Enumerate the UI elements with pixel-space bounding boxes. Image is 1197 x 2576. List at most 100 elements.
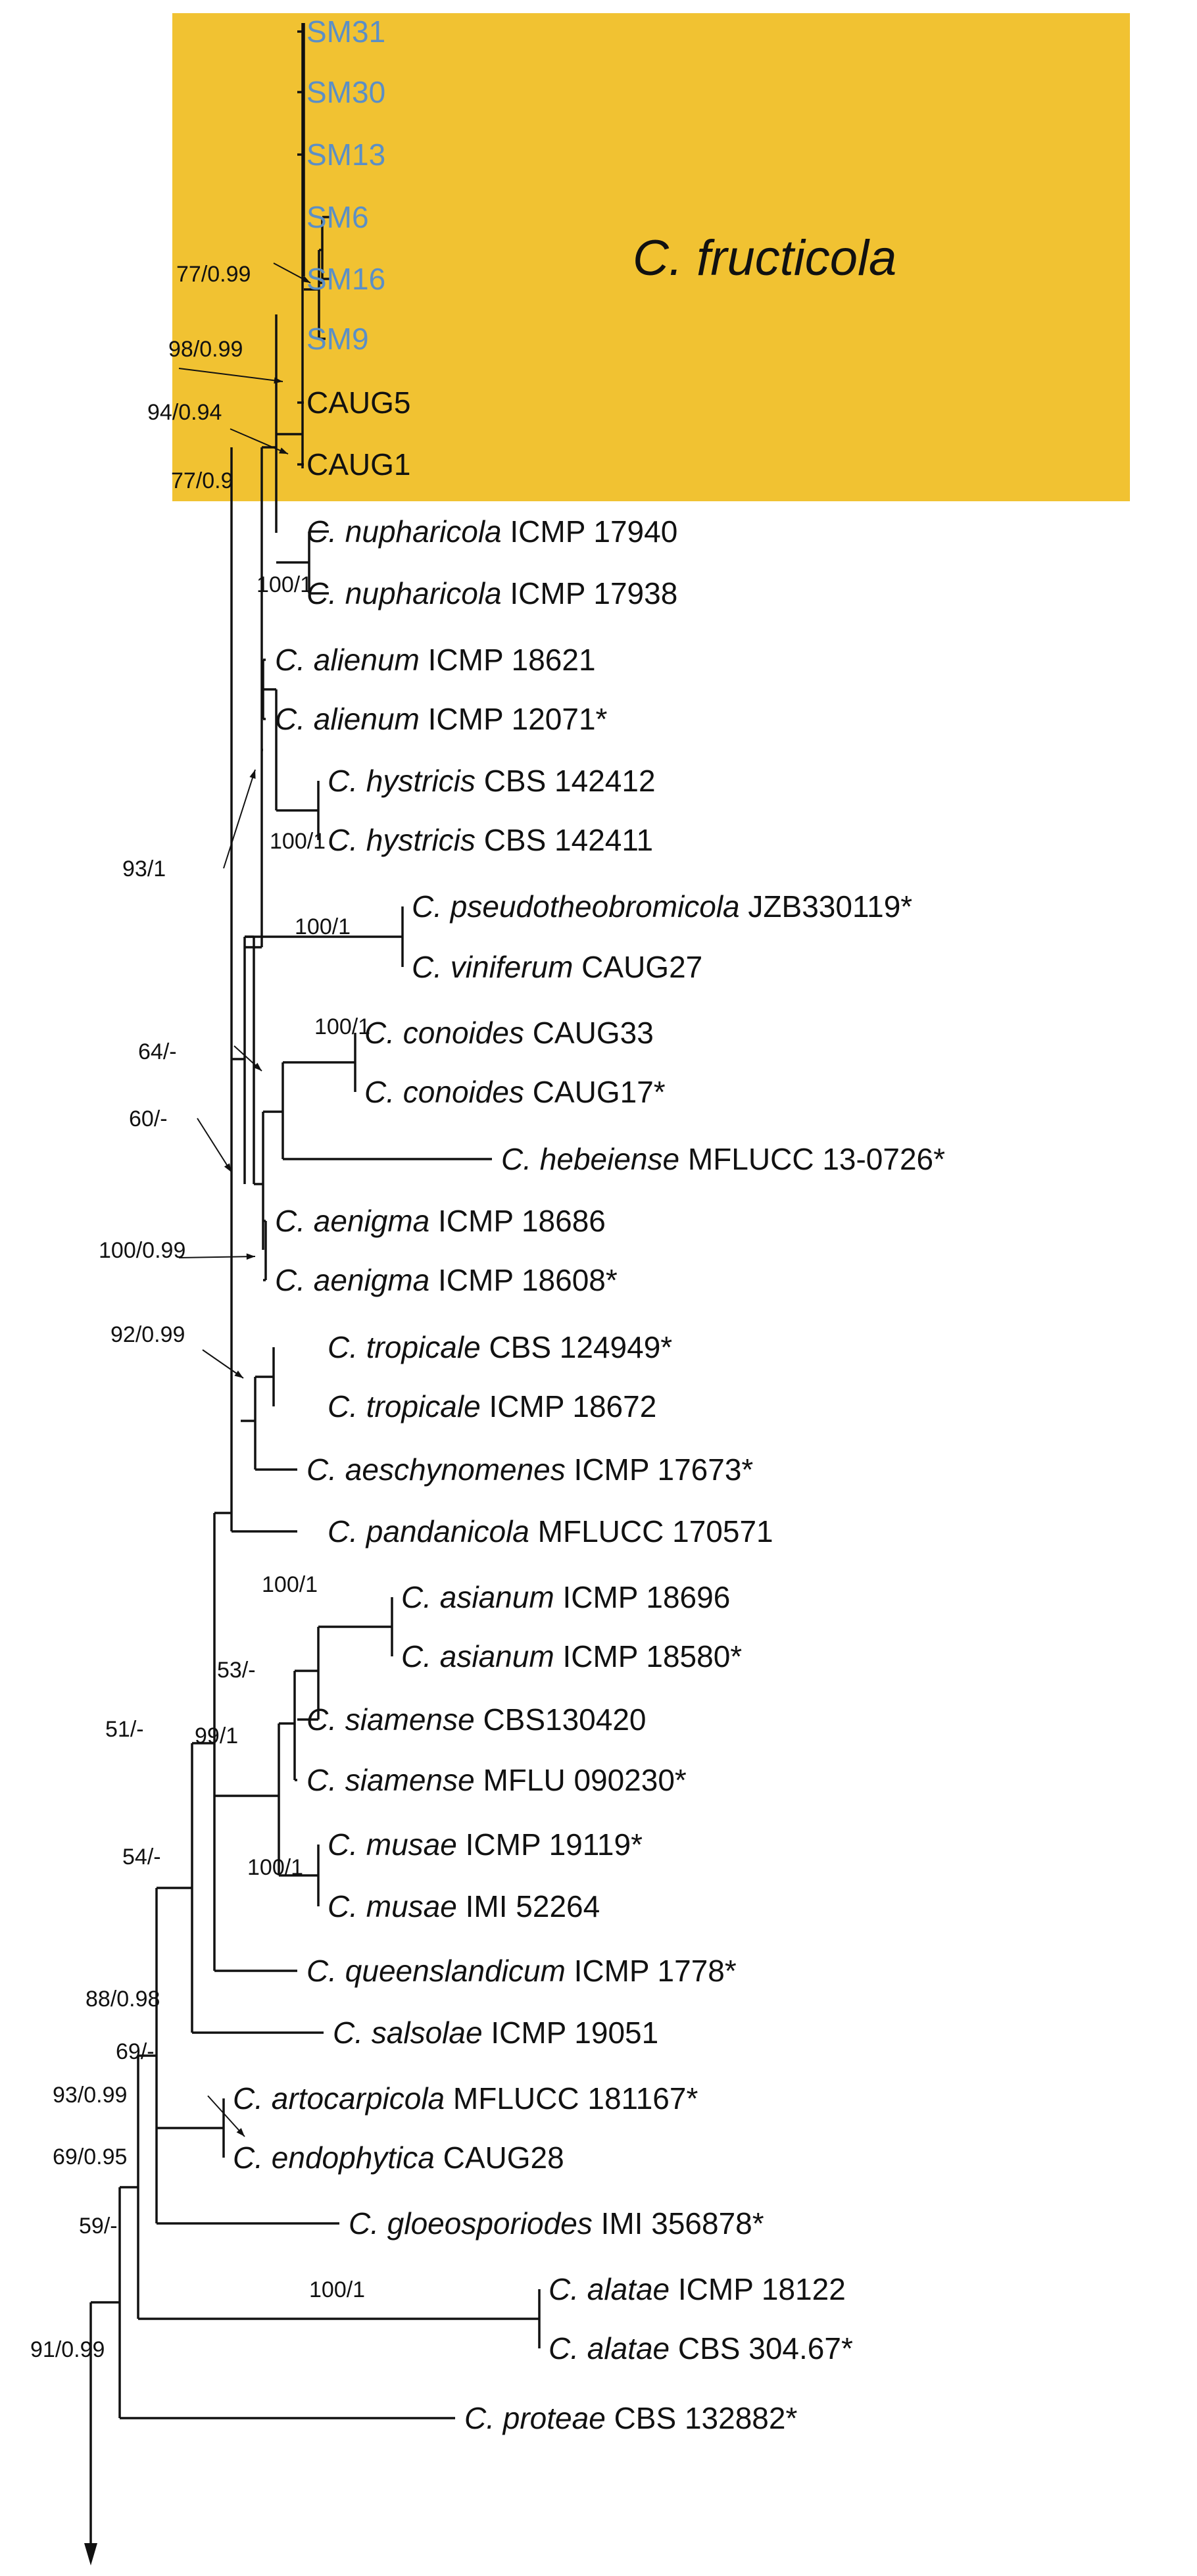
taxon-label-sm6: SM6 (306, 200, 369, 234)
taxon-strain: CAUG17* (533, 1075, 666, 1109)
taxon-species: C. musae (328, 1889, 466, 1923)
taxon-label-sm9: SM9 (306, 322, 369, 356)
taxon-strain: SM13 (306, 137, 385, 172)
taxon-strain: ICMP 18696 (562, 1580, 730, 1614)
taxon-strain: ICMP 18686 (438, 1204, 606, 1238)
pointer-line (178, 368, 283, 382)
pointer-head (236, 2128, 245, 2137)
support-value: 100/1 (256, 572, 312, 597)
taxon-label-sm13: SM13 (306, 137, 385, 172)
taxon-strain: CBS 304.67* (678, 2331, 853, 2365)
taxon-species: C. nupharicola (306, 576, 510, 610)
pointer-head (301, 276, 310, 283)
taxon-species: C. aeschynomenes (306, 1452, 574, 1487)
taxon-label-hyst1: C. hystricis CBS 142412 (328, 764, 656, 798)
taxon-strain: SM31 (306, 14, 385, 49)
taxon-species: C. aenigma (275, 1263, 438, 1297)
taxon-strain: SM16 (306, 262, 385, 296)
support-value: 77/0.9 (171, 468, 233, 493)
taxon-label-quee: C. queenslandicum ICMP 1778* (306, 1954, 737, 1988)
taxon-species: C. hystricis (328, 823, 484, 857)
taxon-label-trop1: C. tropicale CBS 124949* (328, 1330, 672, 1364)
taxon-label-alie2: C. alienum ICMP 12071* (275, 702, 608, 736)
taxon-label-pand: C. pandanicola MFLUCC 170571 (328, 1514, 773, 1548)
pointer-line (230, 428, 289, 455)
taxon-strain: SM9 (306, 322, 369, 356)
taxon-strain: CBS130420 (483, 1702, 646, 1737)
support-values: 77/0.9998/0.9994/0.9477/0.9100/193/1100/… (30, 262, 370, 2362)
taxon-species: C. alatae (549, 2272, 678, 2306)
tree-branches (84, 23, 541, 2565)
taxon-strain: CBS 132882* (614, 2401, 798, 2435)
taxon-species: C. hebeiense (501, 1142, 688, 1176)
support-value: 100/0.99 (99, 1238, 185, 1263)
taxon-species: C. pandanicola (328, 1514, 538, 1548)
taxon-species: C. artocarpicola (233, 2081, 453, 2116)
support-value: 98/0.99 (168, 337, 243, 362)
taxon-strain: MFLUCC 170571 (538, 1514, 773, 1548)
taxon-species: C. salsolae (333, 2016, 491, 2050)
taxon-species: C. tropicale (328, 1330, 489, 1364)
taxon-label-hyst2: C. hystricis CBS 142411 (328, 823, 653, 857)
taxon-label-asia1: C. asianum ICMP 18696 (401, 1580, 730, 1614)
support-pointers (178, 262, 311, 2137)
taxon-label-prot: C. proteae CBS 132882* (464, 2401, 797, 2435)
taxon-species: C. aenigma (275, 1204, 438, 1238)
taxon-species: C. nupharicola (306, 514, 510, 549)
taxon-strain: SM6 (306, 200, 369, 234)
taxon-species: C. musae (328, 1827, 466, 1862)
taxon-strain: CBS 124949* (489, 1330, 672, 1364)
taxon-label-vini: C. viniferum CAUG27 (412, 950, 702, 984)
taxon-strain: ICMP 19119* (466, 1827, 643, 1862)
support-value: 99/1 (195, 1723, 238, 1748)
taxon-species: C. conoides (364, 1075, 533, 1109)
taxon-label-alat2: C. alatae CBS 304.67* (549, 2331, 853, 2365)
clade-name: C. fructicola (633, 230, 896, 286)
taxon-species: C. gloeosporiodes (349, 2206, 601, 2241)
taxon-strain: ICMP 17940 (510, 514, 677, 549)
taxon-strain: IMI 356878* (601, 2206, 764, 2241)
support-value: 53/- (217, 1658, 256, 1683)
taxon-species: C. queenslandicum (306, 1954, 574, 1988)
taxon-species: C. siamense (306, 1763, 483, 1797)
taxon-strain: MFLUCC 13-0726* (688, 1142, 945, 1176)
pointer-line (197, 1118, 232, 1173)
support-value: 51/- (105, 1717, 144, 1742)
taxon-label-arto: C. artocarpicola MFLUCC 181167* (233, 2081, 698, 2116)
taxon-label-sals: C. salsolae ICMP 19051 (333, 2016, 658, 2050)
taxon-label-hebe: C. hebeiense MFLUCC 13-0726* (501, 1142, 945, 1176)
taxon-label-siam2: C. siamense MFLU 090230* (306, 1763, 687, 1797)
support-value: 100/1 (314, 1014, 370, 1039)
support-value: 100/1 (309, 2277, 365, 2302)
root-arrowhead (84, 2543, 97, 2565)
pointer-head (249, 770, 256, 779)
taxon-label-aesc: C. aeschynomenes ICMP 17673* (306, 1452, 753, 1487)
taxon-strain: ICMP 17938 (510, 576, 677, 610)
taxon-label-caug1: CAUG1 (306, 447, 410, 482)
taxon-species: C. alienum (275, 643, 428, 677)
taxon-strain: ICMP 19051 (491, 2016, 658, 2050)
support-value: 91/0.99 (30, 2337, 105, 2362)
support-value: 100/1 (247, 1855, 303, 1880)
taxon-label-siam1: C. siamense CBS130420 (306, 1702, 647, 1737)
fructicola-clade-highlight (172, 13, 1130, 501)
taxon-strain: MFLU 090230* (483, 1763, 686, 1797)
taxon-strain: CAUG28 (443, 2141, 564, 2175)
taxon-strain: SM30 (306, 75, 385, 109)
taxon-label-musa1: C. musae ICMP 19119* (328, 1827, 643, 1862)
pointer-head (274, 377, 283, 384)
pointer-head (224, 1163, 232, 1172)
taxon-label-nuph2: C. nupharicola ICMP 17938 (306, 576, 677, 610)
taxon-strain: ICMP 18608* (438, 1263, 618, 1297)
pointer-line (178, 1256, 256, 1258)
taxon-species: C. endophytica (233, 2141, 443, 2175)
taxon-strain: ICMP 18580* (562, 1639, 742, 1673)
taxon-species: C. siamense (306, 1702, 483, 1737)
taxon-strain: JZB330119* (748, 889, 912, 924)
taxon-strain: CAUG1 (306, 447, 410, 482)
taxon-species: C. viniferum (412, 950, 581, 984)
taxon-species: C. conoides (364, 1016, 533, 1050)
taxon-strain: MFLUCC 181167* (453, 2081, 698, 2116)
